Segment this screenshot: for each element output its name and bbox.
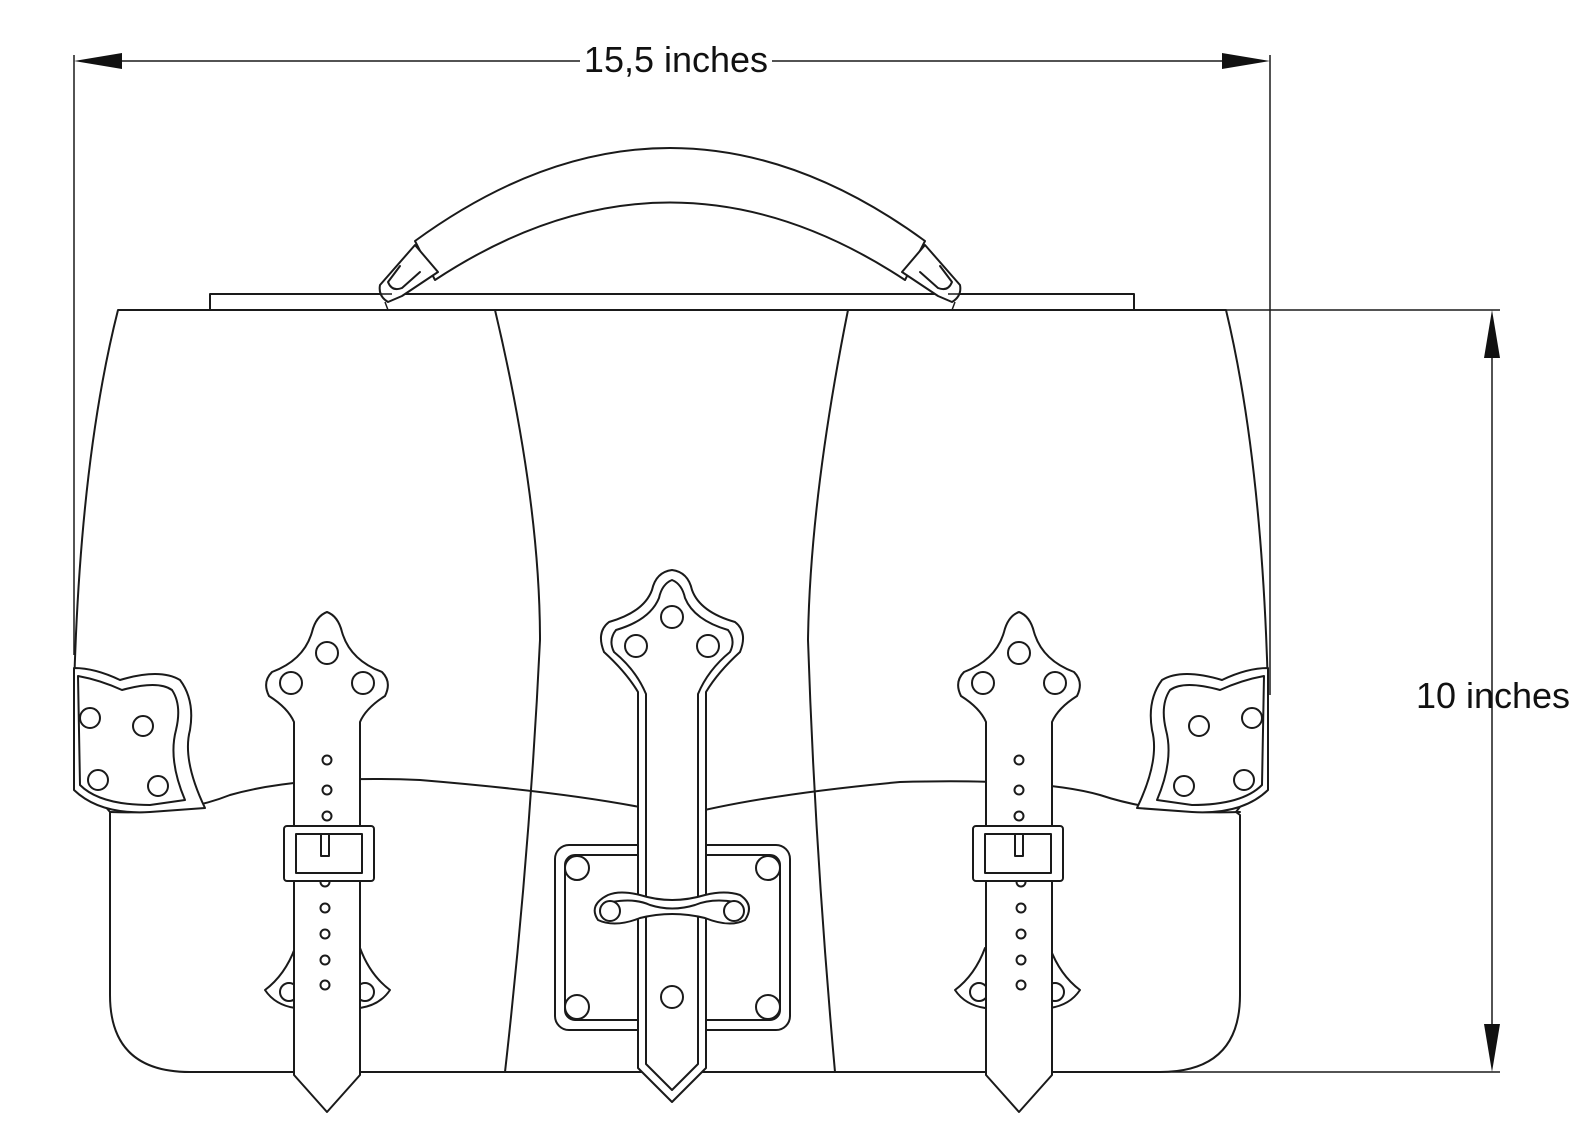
height-arrow-bottom <box>1484 1024 1500 1072</box>
rivet <box>87 769 109 791</box>
lock-bar <box>593 891 750 925</box>
rivet <box>1043 671 1067 695</box>
center-strap-outer <box>599 569 745 1103</box>
rivet <box>564 855 590 881</box>
rivet <box>1241 707 1263 729</box>
rivet <box>315 641 339 665</box>
rivet <box>755 855 781 881</box>
width-arrow-left <box>74 53 122 69</box>
width-dimension: 15,5 inches <box>73 39 1271 695</box>
rivet <box>1233 769 1255 791</box>
rivet <box>971 671 995 695</box>
center-strap-inner <box>610 579 734 1091</box>
rivet <box>564 994 590 1020</box>
height-arrow-top <box>1484 310 1500 358</box>
rivet <box>132 715 154 737</box>
strap-hole <box>1013 784 1025 796</box>
strap-hole <box>1013 754 1025 766</box>
strap-hole <box>319 979 331 991</box>
corner-guard-left <box>73 667 206 814</box>
top-strip <box>209 293 1135 311</box>
strap-hole <box>1015 954 1027 966</box>
strap-hole <box>321 754 333 766</box>
corner-guard-right <box>1136 667 1269 814</box>
rivet <box>599 900 621 922</box>
width-dimension-label: 15,5 inches <box>584 39 768 80</box>
rivet <box>696 634 720 658</box>
center-panel-right <box>807 309 849 1073</box>
rivet <box>279 671 303 695</box>
handle-grip <box>414 147 926 281</box>
strap-hole <box>1013 810 1025 822</box>
rivet <box>351 671 375 695</box>
rivet <box>624 634 648 658</box>
rivet <box>79 707 101 729</box>
rivet <box>660 605 684 629</box>
rivet <box>723 900 745 922</box>
strap-hole <box>321 810 333 822</box>
width-arrow-right <box>1222 53 1270 69</box>
strap-hole <box>1015 902 1027 914</box>
handle <box>209 147 1135 311</box>
center-panel-left <box>494 309 541 1073</box>
height-dimension: 10 inches <box>1130 309 1570 1073</box>
rivet <box>660 985 684 1009</box>
strap-hole <box>321 784 333 796</box>
rivet <box>1188 715 1210 737</box>
rivet <box>755 994 781 1020</box>
strap-hole <box>319 902 331 914</box>
strap-hole <box>319 928 331 940</box>
rivet <box>1007 641 1031 665</box>
center-strap <box>599 569 745 1103</box>
height-dimension-label: 10 inches <box>1416 675 1570 716</box>
rivet <box>1173 775 1195 797</box>
rivet <box>147 775 169 797</box>
strap-hole <box>1015 928 1027 940</box>
left-strap <box>264 611 391 1113</box>
strap-hole <box>319 954 331 966</box>
right-strap <box>954 611 1081 1113</box>
strap-hole <box>1015 979 1027 991</box>
